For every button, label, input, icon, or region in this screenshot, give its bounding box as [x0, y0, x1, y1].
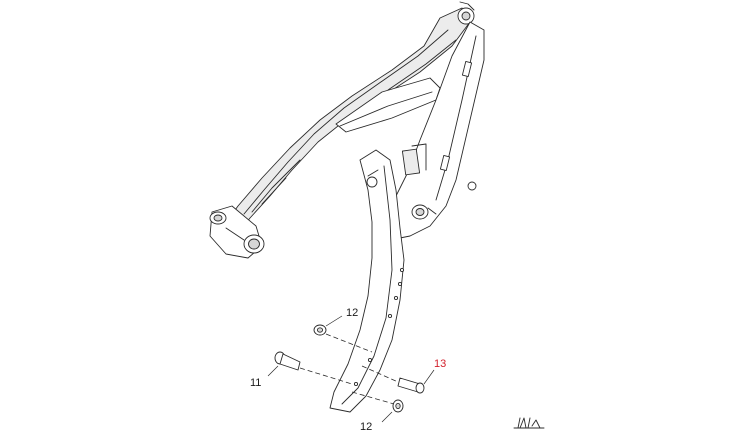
axis-line-11 — [299, 367, 353, 385]
callout-12-bottom: 12 — [360, 421, 372, 433]
callout-11: 11 — [250, 377, 261, 389]
nut-part-12-top — [313, 315, 343, 336]
bolt-part-11 — [267, 351, 301, 377]
nut-part-12-bottom — [381, 399, 404, 423]
shank — [329, 149, 405, 413]
callout-12-top: 12 — [346, 307, 358, 319]
upper-arm — [221, 7, 471, 239]
axis-line-12-bottom — [351, 391, 395, 405]
axis-line-13 — [361, 365, 399, 383]
pivot-boss — [209, 205, 265, 259]
bolt-part-13 — [397, 369, 435, 394]
axis-line-12-top — [325, 333, 373, 353]
top-pivot — [457, 1, 475, 25]
frame-plate — [383, 21, 485, 241]
manufacturer-signature-logo — [513, 417, 545, 429]
callout-13: 13 — [434, 358, 446, 370]
